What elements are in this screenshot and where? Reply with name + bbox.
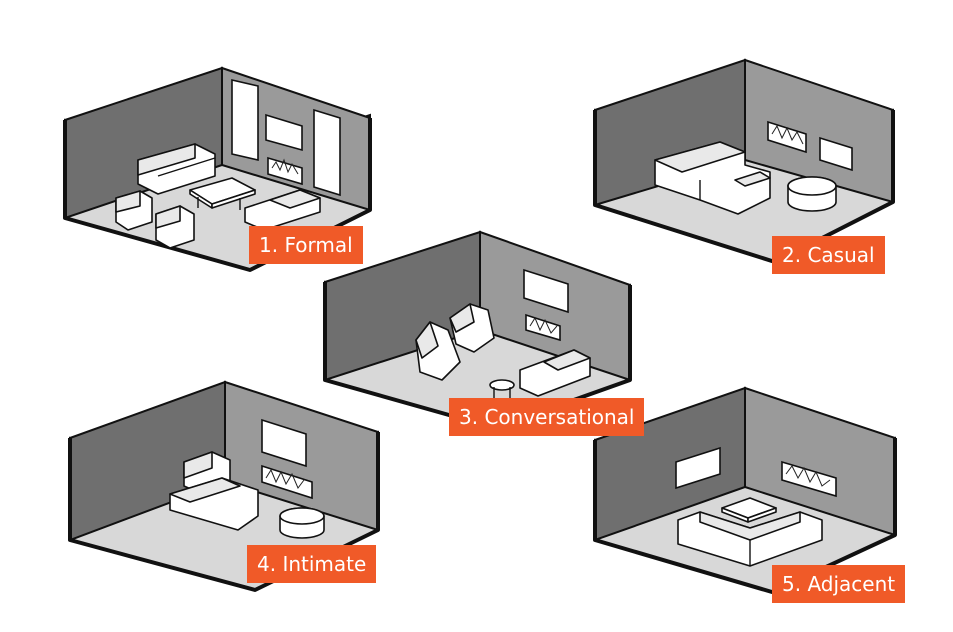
sofa-icon — [169, 477, 259, 531]
ottoman-icon — [787, 176, 837, 212]
window-icon — [313, 108, 341, 197]
armchair-icon — [115, 190, 153, 231]
coffee-table-icon — [721, 497, 777, 523]
room-conversational — [323, 230, 632, 430]
coffee-table-icon — [189, 177, 256, 210]
window-icon — [231, 78, 259, 162]
room-casual — [593, 58, 895, 264]
fireplace-icon — [267, 156, 303, 186]
room-formal — [63, 66, 372, 272]
side-table-icon — [489, 379, 515, 398]
tv-icon — [523, 268, 569, 314]
tv-icon — [261, 418, 307, 468]
sofa-icon — [519, 349, 591, 397]
room-label-formal: 1. Formal — [249, 226, 363, 264]
fireplace-icon — [525, 313, 561, 342]
sofa-icon — [137, 143, 216, 195]
armchair-icon — [449, 303, 495, 353]
room-label-casual: 2. Casual — [772, 236, 885, 274]
tv-icon — [265, 113, 303, 152]
sectional-sofa-icon — [677, 511, 823, 567]
sofa-icon — [244, 189, 321, 231]
ottoman-icon — [279, 507, 325, 539]
room-label-intimate: 4. Intimate — [247, 545, 377, 583]
tv-icon — [675, 446, 721, 490]
sectional-sofa-icon — [654, 141, 771, 215]
room-label-conversational: 3. Conversational — [449, 398, 645, 436]
armchair-icon — [155, 205, 195, 249]
fireplace-icon — [767, 120, 807, 154]
armchair-icon — [415, 321, 461, 381]
tv-icon — [819, 136, 853, 172]
room-label-adjacent: 5. Adjacent — [772, 565, 906, 603]
